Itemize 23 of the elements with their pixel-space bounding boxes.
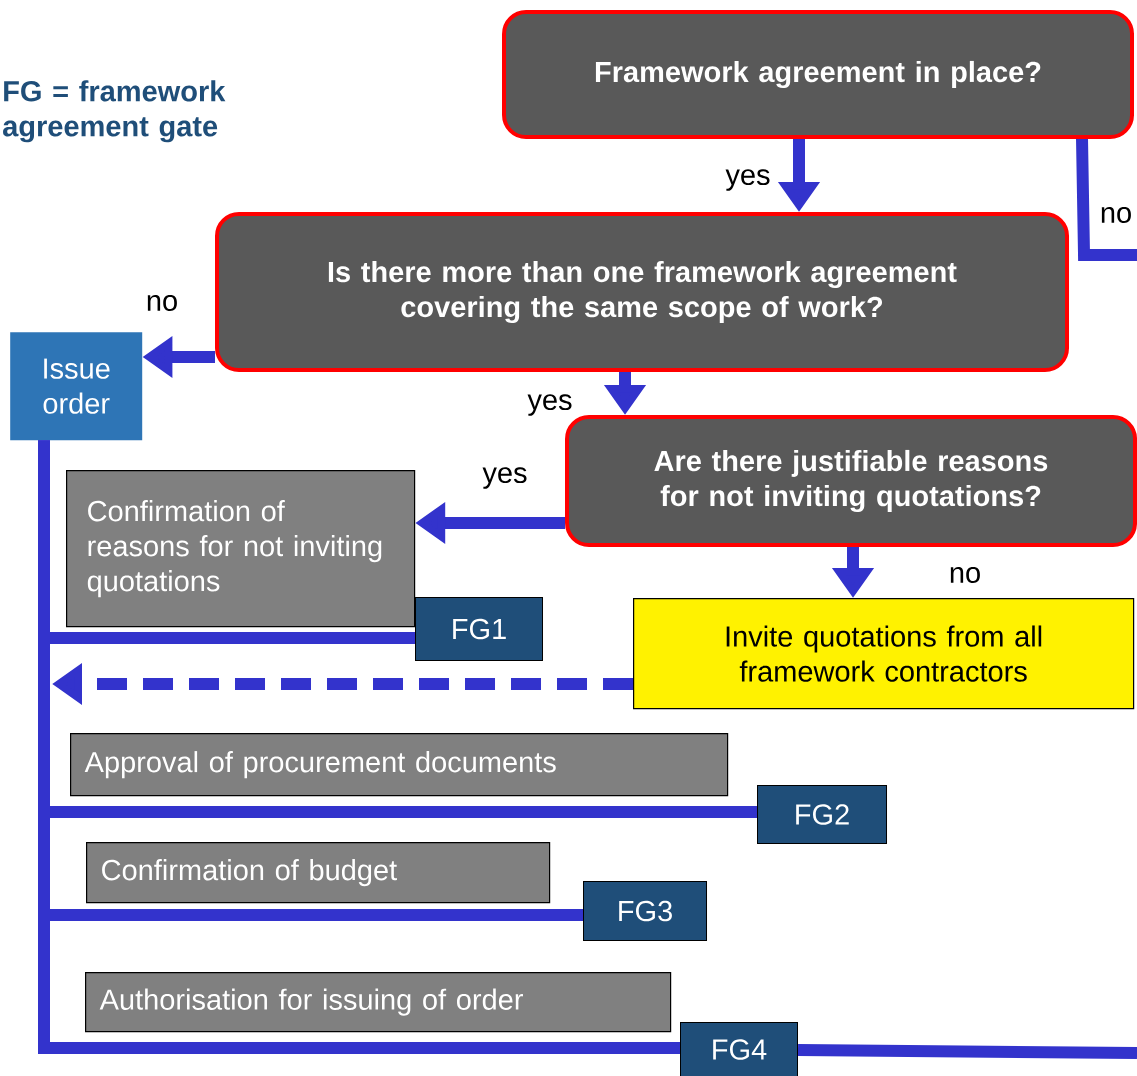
edge-label: no — [143, 293, 181, 313]
decision-box: Is there more than one framework agreement covering the same scope of work? — [215, 212, 1069, 372]
process-box: Approval of procurement documents — [70, 733, 729, 797]
action-box: Invite quotations from all framework contractors — [633, 598, 1135, 710]
edge-label: yes — [723, 167, 773, 193]
gate-box: FG3 — [583, 881, 707, 941]
edge-label: no — [946, 565, 984, 585]
decision-box: Framework agreement in place? — [502, 10, 1134, 139]
edge-label: yes — [480, 465, 530, 491]
decision-box: Are there justifiable reasons for not inviting quotations? — [565, 415, 1137, 547]
edge-label: no — [1097, 205, 1135, 225]
note-text: FG = framework agreement gate — [3, 80, 226, 143]
connector-line — [38, 440, 680, 1054]
connector-line — [1076, 138, 1137, 261]
action-box: Issue order — [10, 332, 143, 441]
gate-box: FG4 — [680, 1022, 798, 1076]
process-box: Confirmation of reasons for not inviting quotations — [66, 470, 416, 628]
process-box: Confirmation of budget — [86, 842, 551, 904]
connector-line — [797, 1044, 1137, 1059]
edge-label: yes — [525, 392, 575, 418]
process-box: Authorisation for issuing of order — [85, 972, 672, 1033]
gate-box: FG1 — [415, 597, 543, 661]
gate-box: FG2 — [757, 785, 887, 844]
